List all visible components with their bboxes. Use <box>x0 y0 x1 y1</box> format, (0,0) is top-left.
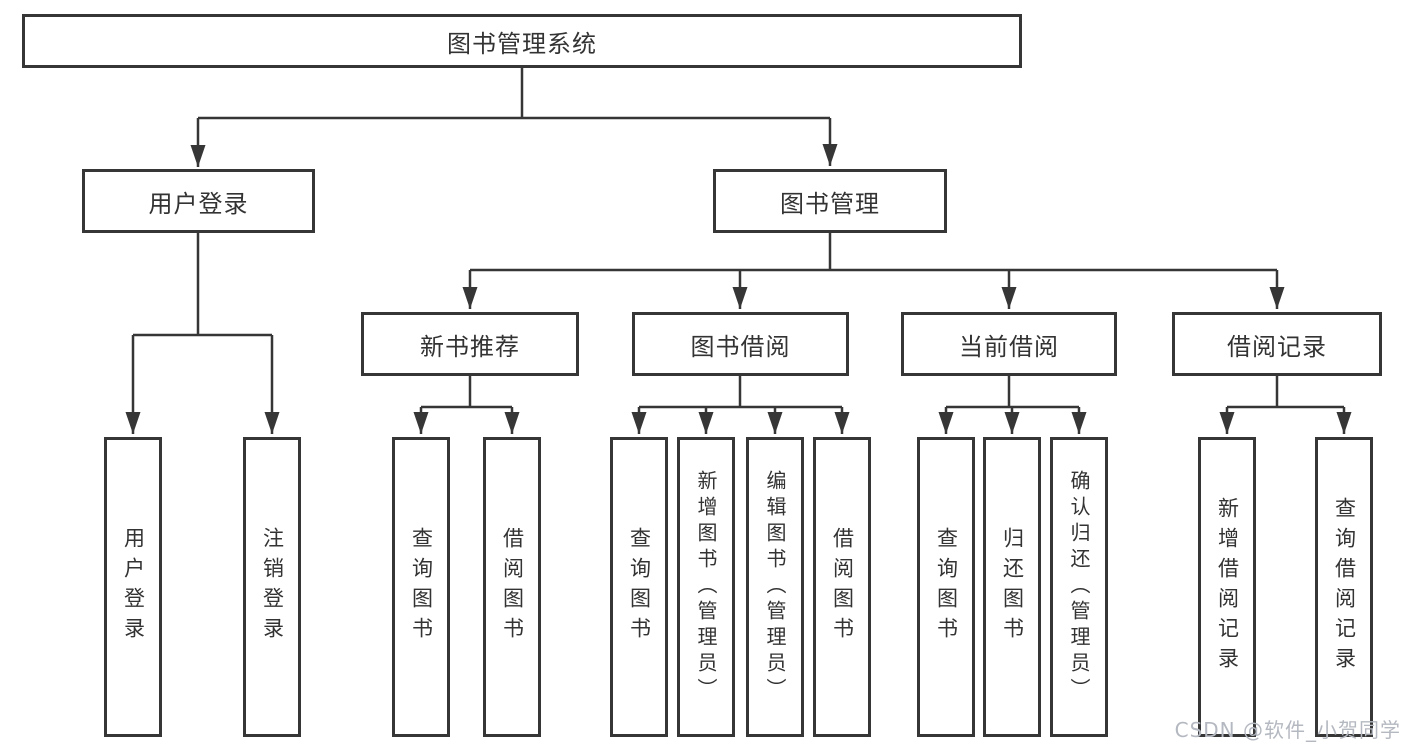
leaf-user-login: 用户登录 <box>104 437 162 737</box>
connector-user-login-children <box>125 233 280 434</box>
node-borrowing-records: 借阅记录 <box>1172 312 1382 376</box>
leaf-add-borrow-record-label: 新增借阅记录 <box>1215 497 1240 677</box>
node-user-login: 用户登录 <box>82 169 315 233</box>
node-book-borrowing-label: 图书借阅 <box>690 332 791 361</box>
leaf-add-book-admin: 新增图书（管理员） <box>677 437 735 737</box>
node-current-borrowing: 当前借阅 <box>901 312 1117 376</box>
connector-current-borrowing-children <box>938 376 1087 434</box>
node-root-label: 图书管理系统 <box>447 29 597 58</box>
leaf-user-login-label: 用户登录 <box>121 527 146 647</box>
leaf-borrow-books-recommend: 借阅图书 <box>483 437 541 737</box>
node-new-book-recommendation: 新书推荐 <box>361 312 579 376</box>
csdn-watermark: CSDN @软件_小贺同学 <box>1174 718 1401 742</box>
node-book-management-label: 图书管理 <box>780 189 880 218</box>
leaf-query-books-borrowing: 查询图书 <box>610 437 668 737</box>
leaf-logout-label: 注销登录 <box>260 527 285 647</box>
leaf-query-borrow-record-label: 查询借阅记录 <box>1332 497 1357 677</box>
connector-new-book-recommendation-children <box>413 376 520 434</box>
leaf-return-books: 归还图书 <box>983 437 1041 737</box>
leaf-query-books-borrowing-label: 查询图书 <box>627 527 652 647</box>
leaf-confirm-return-admin-label: 确认归还（管理员） <box>1067 470 1091 704</box>
leaf-query-borrow-record: 查询借阅记录 <box>1315 437 1373 737</box>
node-borrowing-records-label: 借阅记录 <box>1227 332 1327 361</box>
node-book-management: 图书管理 <box>713 169 947 233</box>
leaf-edit-book-admin-label: 编辑图书（管理员） <box>763 470 787 704</box>
leaf-add-borrow-record: 新增借阅记录 <box>1198 437 1256 737</box>
leaf-edit-book-admin: 编辑图书（管理员） <box>746 437 804 737</box>
connector-book-borrowing-children <box>631 376 850 434</box>
leaf-borrow-books-recommend-label: 借阅图书 <box>500 527 525 647</box>
node-root: 图书管理系统 <box>22 14 1022 68</box>
node-new-book-recommendation-label: 新书推荐 <box>420 332 520 361</box>
leaf-add-book-admin-label: 新增图书（管理员） <box>694 470 718 704</box>
leaf-query-books-current: 查询图书 <box>917 437 975 737</box>
leaf-confirm-return-admin: 确认归还（管理员） <box>1050 437 1108 737</box>
connector-root-to-level2 <box>190 68 838 167</box>
leaf-query-books-current-label: 查询图书 <box>934 527 959 647</box>
leaf-logout: 注销登录 <box>243 437 301 737</box>
leaf-return-books-label: 归还图书 <box>1000 527 1025 647</box>
leaf-borrow-books-borrowing-label: 借阅图书 <box>830 527 855 647</box>
connector-borrowing-records-children <box>1219 376 1352 434</box>
node-current-borrowing-label: 当前借阅 <box>959 332 1059 361</box>
leaf-query-books-recommend: 查询图书 <box>392 437 450 737</box>
leaf-query-books-recommend-label: 查询图书 <box>409 527 434 647</box>
leaf-borrow-books-borrowing: 借阅图书 <box>813 437 871 737</box>
node-user-login-label: 用户登录 <box>148 189 249 218</box>
node-book-borrowing: 图书借阅 <box>632 312 849 376</box>
connector-book-management-children <box>462 233 1285 309</box>
